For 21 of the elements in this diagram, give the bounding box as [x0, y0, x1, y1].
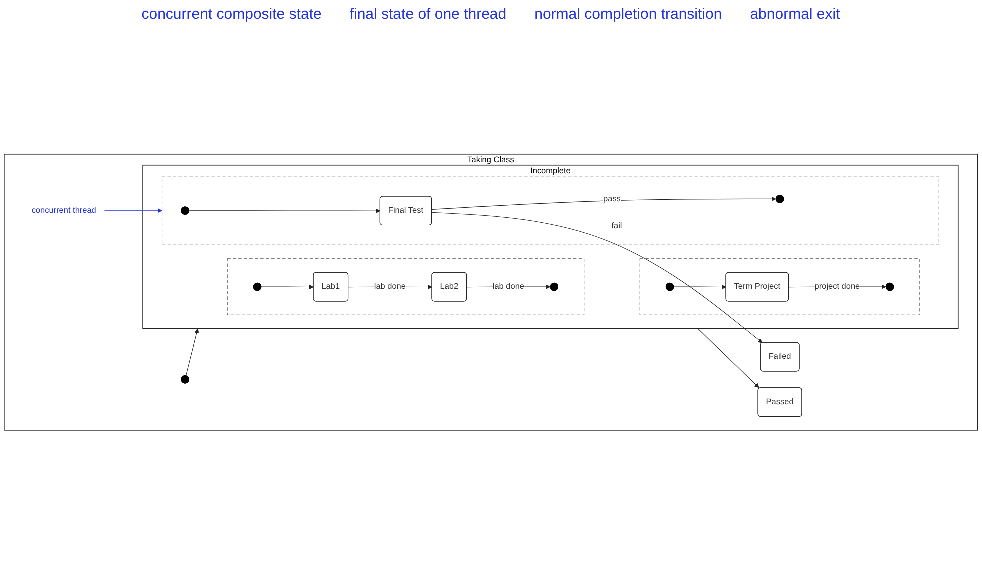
arrow: [674, 284, 727, 290]
annotation-text: final state of one thread: [350, 6, 507, 23]
annotation-text: concurrent composite state: [142, 6, 322, 23]
edge-label: fail: [612, 221, 622, 231]
node-text: concurrent thread: [32, 206, 96, 216]
annotation-text: normal completion transition: [534, 6, 722, 23]
arrow: [698, 328, 760, 388]
arrow: [261, 284, 314, 290]
cluster: [640, 258, 920, 316]
edge-label: lab done: [374, 282, 406, 292]
arrow: [432, 212, 763, 344]
edge-label: project done: [814, 282, 860, 292]
cluster: [227, 258, 585, 316]
cluster: [162, 176, 940, 246]
annotation-text: abnormal exit: [750, 6, 840, 23]
arrow: [432, 196, 776, 210]
arrow: [104, 208, 162, 214]
edge-label: lab done: [492, 282, 524, 292]
edge-label: pass: [604, 194, 621, 204]
arrow: [188, 208, 381, 214]
arrow: [186, 328, 200, 376]
